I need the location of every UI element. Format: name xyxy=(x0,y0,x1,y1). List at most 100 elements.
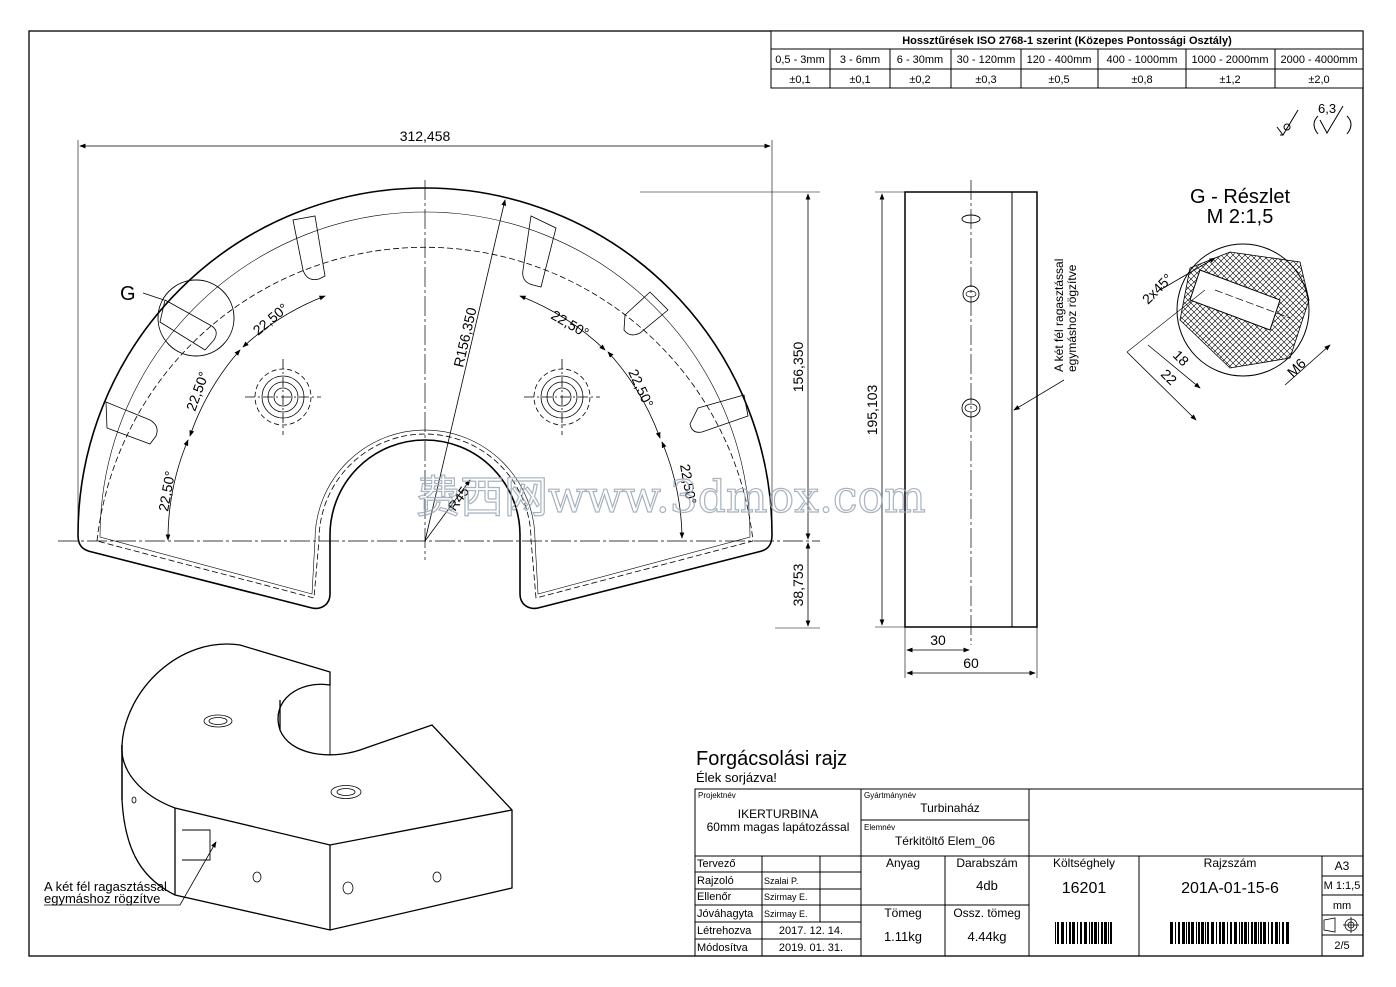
detail-marker: G xyxy=(120,283,136,305)
dim-side-width: 60 xyxy=(963,655,979,671)
dim-side-half: 30 xyxy=(930,632,946,648)
tolerance-cell: ±1,2 xyxy=(1219,74,1240,86)
barcode-bar xyxy=(1279,922,1280,944)
barcode-bar xyxy=(1211,922,1214,944)
project-name: IKERTURBINA xyxy=(738,807,818,821)
barcode-bar xyxy=(1170,922,1173,944)
barcode-bar xyxy=(1263,922,1266,944)
barcode-bar xyxy=(1248,922,1249,944)
barcode-bar xyxy=(1069,922,1071,944)
format-value: A3 xyxy=(1335,859,1350,873)
barcode-bar xyxy=(1201,922,1204,944)
ossz-tomeg-value: 4.44kg xyxy=(967,929,1006,944)
dim-radius: R156,350 xyxy=(450,306,479,369)
range-cell: 30 - 120mm xyxy=(957,54,1016,66)
range-cell: 6 - 30mm xyxy=(897,54,943,66)
tolerance-cell: ±0,1 xyxy=(789,74,810,86)
label-tomeg: Tömeg xyxy=(884,906,921,920)
front-view: G 312,458 R156,350 R45 156,350 38,753 22… xyxy=(58,128,820,629)
iso-view: A két fél ragasztással egymáshoz rögzítv… xyxy=(44,643,513,931)
barcode-bar xyxy=(1244,922,1247,944)
label-gyartmany: Gyártmánynév xyxy=(864,791,916,800)
label-anyag: Anyag xyxy=(886,856,920,870)
barcode-bar xyxy=(1072,922,1075,944)
angle-label: 22,50° xyxy=(183,369,212,413)
tolerance-table: Hossztűrések ISO 2768-1 szerint (Közepes… xyxy=(770,30,1364,89)
range-cell: 2000 - 4000mm xyxy=(1280,54,1357,66)
barcode-bar xyxy=(1286,922,1289,944)
drawing-heading: Forgácsolási rajz xyxy=(696,748,847,770)
elemnev-value: Térkitöltő Elem_06 xyxy=(895,834,995,848)
row-label: Rajzoló xyxy=(697,875,734,887)
projection-icon xyxy=(1323,917,1359,933)
barcode-bar xyxy=(1219,922,1221,944)
barcode-bar xyxy=(1198,922,1200,944)
angle-label: 22,50° xyxy=(549,307,592,341)
barcode-bar xyxy=(1191,922,1194,944)
iso-note-line2: egymáshoz rögzítve xyxy=(44,891,160,906)
sheet-value: 2/5 xyxy=(1334,940,1349,952)
tolerance-cell: ±0,5 xyxy=(1048,74,1069,86)
barcode-bar xyxy=(1196,922,1197,944)
angle-label: 22,50° xyxy=(677,463,700,506)
barcode-bar xyxy=(1186,922,1187,944)
tomeg-value: 1.11kg xyxy=(884,929,922,944)
barcode-bar xyxy=(1260,922,1262,944)
barcode-bar xyxy=(1254,922,1257,944)
barcode-bar xyxy=(1239,922,1240,944)
side-view: 195,103 30 60 A két fél ragasztással egy… xyxy=(864,180,1079,678)
barcode-bar xyxy=(1089,922,1090,944)
row-value: Szalai P. xyxy=(764,876,798,886)
project-sub: 60mm magas lapátozással xyxy=(707,820,850,834)
side-note-line2: egymáshoz rögzítve xyxy=(1065,264,1079,372)
dim-height-lower: 38,753 xyxy=(790,563,806,606)
range-cell: 400 - 1000mm xyxy=(1107,54,1178,66)
barcode-bar xyxy=(1271,922,1273,944)
range-cell: 120 - 400mm xyxy=(1027,54,1092,66)
row-label: Ellenőr xyxy=(697,891,732,903)
dim-width: 312,458 xyxy=(400,128,451,144)
row-value: 2019. 01. 31. xyxy=(779,942,843,954)
roughness-value: 6,3 xyxy=(1318,101,1336,116)
barcode-bar xyxy=(1084,922,1087,944)
tolerance-cell: ±0,2 xyxy=(909,74,930,86)
barcode-bar xyxy=(1108,922,1109,944)
barcode-bar xyxy=(1175,922,1176,944)
row-value: Szirmay E. xyxy=(764,909,808,919)
barcode-bar xyxy=(1207,922,1209,944)
barcode-icon xyxy=(1170,922,1289,944)
tolerance-cell: ±2,0 xyxy=(1308,74,1329,86)
barcode-bar xyxy=(1055,922,1056,944)
label-ossz-tomeg: Ossz. tömeg xyxy=(953,906,1020,920)
koltseghely-value: 16201 xyxy=(1062,880,1107,897)
row-label: Módosítva xyxy=(697,942,749,954)
label-koltseghely: Költséghely xyxy=(1053,856,1115,870)
barcode-bar xyxy=(1251,922,1253,944)
range-cell: 3 - 6mm xyxy=(840,54,880,66)
barcode-bar xyxy=(1101,922,1103,944)
row-value: 2017. 12. 14. xyxy=(779,925,843,937)
barcode-bar xyxy=(1178,922,1180,944)
barcode-bar xyxy=(1234,922,1237,944)
title-block: Forgácsolási rajz Élek sorjázva! Projekt… xyxy=(694,748,1364,957)
barcode-bar xyxy=(1188,922,1190,944)
range-cell: 1000 - 2000mm xyxy=(1191,54,1268,66)
rajzszam-value: 201A-01-15-6 xyxy=(1181,880,1279,897)
darabszam-value: 4db xyxy=(976,878,998,893)
dim-height-upper: 156,350 xyxy=(790,341,806,392)
unit-value: mm xyxy=(1333,900,1351,912)
row-label: Tervező xyxy=(697,858,736,870)
barcode-bar xyxy=(1077,922,1078,944)
barcode-bar xyxy=(1110,922,1112,944)
barcode-bar xyxy=(1057,922,1059,944)
gyartmany-value: Turbinaház xyxy=(920,801,980,815)
detail-g: G - Részlet M 2:1,5 2x45° 18 22 M6 xyxy=(1126,186,1331,421)
label-projektnev: Projektnév xyxy=(698,791,736,800)
range-cell: 0,5 - 3mm xyxy=(775,54,825,66)
row-label: Jóváhagyta xyxy=(697,908,754,920)
row-value: Szirmay E. xyxy=(764,892,808,902)
scale-value: M 1:1,5 xyxy=(1324,880,1361,892)
barcode-bar xyxy=(1216,922,1217,944)
detail-scale: M 2:1,5 xyxy=(1207,206,1274,228)
barcode-bar xyxy=(1230,922,1232,944)
